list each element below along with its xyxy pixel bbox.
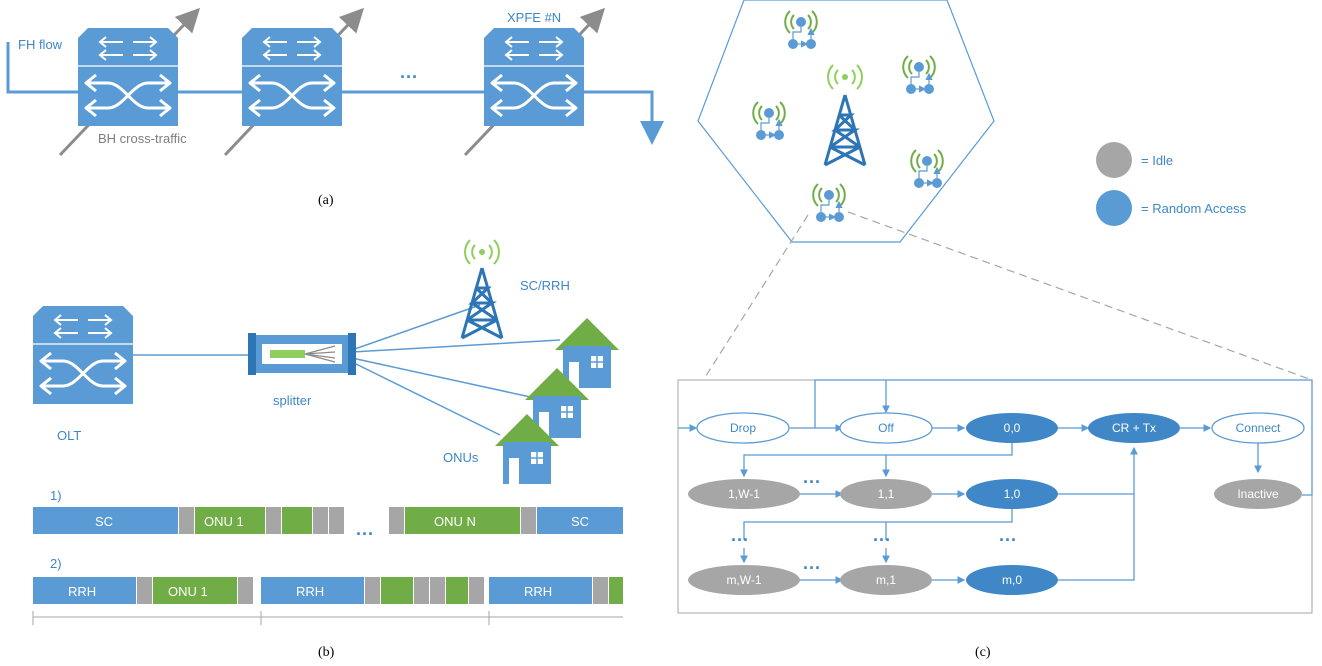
state-drop bbox=[696, 412, 790, 444]
olt-switch bbox=[31, 304, 135, 406]
state-off bbox=[839, 412, 933, 444]
state-connect bbox=[1211, 412, 1305, 444]
row2-rrh3: RRH bbox=[524, 584, 552, 599]
state-1-0-label: 1,0 bbox=[1004, 487, 1021, 501]
state-drop-label: Drop bbox=[730, 421, 756, 435]
state-0-0 bbox=[966, 413, 1058, 443]
state-cr-tx-label: CR + Tx bbox=[1112, 421, 1156, 435]
state-1-w-1 bbox=[688, 479, 800, 509]
xpfe-n-label: XPFE #N bbox=[507, 10, 561, 25]
state-m-1 bbox=[840, 565, 932, 595]
sc-rrh-tower bbox=[460, 266, 504, 340]
panel-b: SC/RRH OLT splitter ONUs 1) SC ONU 1 ···… bbox=[31, 239, 623, 660]
fh-flow-label: FH flow bbox=[18, 37, 63, 52]
state-m-0-label: m,0 bbox=[1002, 573, 1022, 587]
row1-dots: ··· bbox=[356, 524, 374, 544]
pon-links bbox=[132, 304, 561, 436]
row1-sc-left: SC bbox=[95, 514, 113, 529]
row1-onun: ONU N bbox=[434, 514, 476, 529]
dots-col2: ··· bbox=[873, 530, 891, 550]
state-cr-tx bbox=[1088, 413, 1180, 443]
bh-cross-traffic-label: BH cross-traffic bbox=[98, 131, 187, 146]
state-connect-label: Connect bbox=[1236, 421, 1281, 435]
state-1-1-label: 1,1 bbox=[878, 487, 895, 501]
device-cluster-3 bbox=[753, 102, 785, 140]
bs-tower bbox=[823, 93, 867, 167]
legend-ra-swatch bbox=[1096, 190, 1132, 226]
dots-row1: ··· bbox=[803, 472, 821, 492]
state-m-0 bbox=[966, 565, 1058, 595]
onus-label: ONUs bbox=[443, 450, 479, 465]
row2-label: 2) bbox=[50, 556, 62, 571]
state-inactive-label: Inactive bbox=[1237, 487, 1279, 501]
legend-idle-swatch bbox=[1096, 142, 1132, 178]
state-ellipses: ··· ··· ··· ··· ··· bbox=[731, 472, 1017, 578]
state-off-label: Off bbox=[878, 421, 894, 435]
row2-onu1: ONU 1 bbox=[168, 584, 208, 599]
device-cluster-2 bbox=[903, 56, 935, 94]
row2-frame bbox=[33, 577, 623, 604]
legend-idle: = Idle bbox=[1141, 153, 1173, 168]
caption-a: (a) bbox=[318, 193, 334, 208]
caption-c: (c) bbox=[975, 645, 991, 660]
row1-sc-right: SC bbox=[571, 514, 589, 529]
legend-random-access: = Random Access bbox=[1141, 201, 1247, 216]
xpfe-switch-1 bbox=[76, 26, 180, 128]
state-m-w-1 bbox=[688, 565, 800, 595]
state-inactive bbox=[1214, 479, 1302, 509]
caption-b: (b) bbox=[318, 645, 335, 660]
bs-waves bbox=[827, 64, 863, 90]
state-m-1-label: m,1 bbox=[876, 573, 896, 587]
state-1-w-1-label: 1,W-1 bbox=[728, 487, 760, 501]
states bbox=[688, 412, 1305, 595]
row1-label: 1) bbox=[50, 488, 62, 503]
dots-col1: ··· bbox=[731, 530, 749, 550]
device-cluster-5 bbox=[813, 184, 845, 222]
sc-rrh-label: SC/RRH bbox=[520, 278, 570, 293]
device-cluster-1 bbox=[785, 11, 817, 49]
dots-rowm: ··· bbox=[803, 558, 821, 578]
state-1-0 bbox=[966, 479, 1058, 509]
dots-col3: ··· bbox=[999, 530, 1017, 550]
sc-rrh-waves bbox=[464, 239, 500, 265]
splitter-device bbox=[248, 333, 356, 375]
row1-onu1: ONU 1 bbox=[204, 514, 244, 529]
state-1-1 bbox=[840, 479, 932, 509]
state-labels: Drop Off 0,0 CR + Tx Connect Inactive 1,… bbox=[726, 421, 1281, 587]
switch-ellipsis: ··· bbox=[400, 67, 418, 87]
xpfe-switch-n bbox=[482, 26, 586, 128]
state-0-0-label: 0,0 bbox=[1004, 421, 1021, 435]
panel-a: FH flow BH cross-traffic XPFE #N ··· (a) bbox=[6, 7, 664, 208]
panel-c: = Idle = Random Access bbox=[677, 0, 1313, 660]
row2-rrh1: RRH bbox=[68, 584, 96, 599]
olt-label: OLT bbox=[57, 428, 81, 443]
state-m-w-1-label: m,W-1 bbox=[726, 573, 761, 587]
xpfe-switch-2 bbox=[240, 26, 344, 128]
cell-hexagon bbox=[697, 0, 995, 243]
row2-timeline bbox=[32, 611, 623, 625]
row2-rrh2: RRH bbox=[296, 584, 324, 599]
row1-frame bbox=[33, 507, 623, 534]
device-cluster-4 bbox=[911, 150, 943, 188]
splitter-label: splitter bbox=[273, 393, 312, 408]
state-transitions bbox=[678, 379, 1313, 584]
